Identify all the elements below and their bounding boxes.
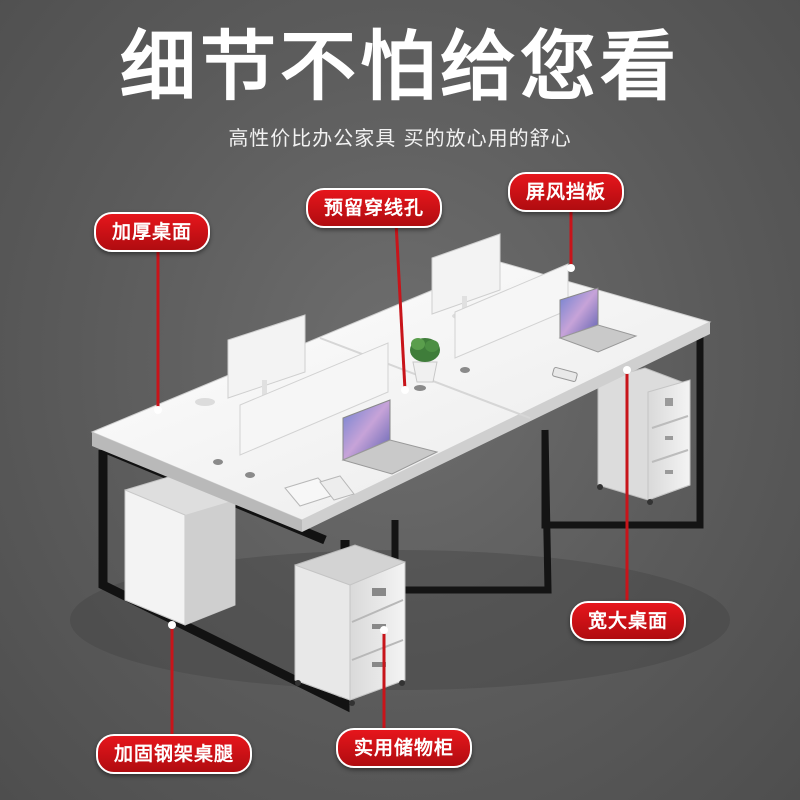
callout-steel-legs: 加固钢架桌腿 [96, 734, 253, 774]
headline: 细节不怕给您看 [120, 22, 680, 111]
front-left-cabinet [124, 474, 236, 626]
back-storage-cabinet [597, 367, 691, 505]
callout-wide-top: 宽大桌面 [570, 601, 687, 641]
potted-plant [410, 338, 440, 383]
screen-partition-front [239, 342, 389, 456]
laptop-front [341, 399, 439, 475]
callout-storage-cabinet: 实用储物柜 [336, 728, 473, 768]
cable-holes [213, 367, 470, 478]
callout-thick-top: 加厚桌面 [94, 212, 211, 252]
desk-items [195, 366, 578, 507]
storage-cabinet [294, 544, 406, 706]
callout-dots [154, 264, 631, 634]
subheadline: 高性价比办公家具 买的放心用的舒心 [228, 126, 572, 150]
laptop-back [558, 287, 638, 353]
callout-screen-panel: 屏风挡板 [508, 172, 625, 212]
callout-lines [156, 206, 629, 735]
callout-cable-hole: 预留穿线孔 [306, 188, 443, 228]
